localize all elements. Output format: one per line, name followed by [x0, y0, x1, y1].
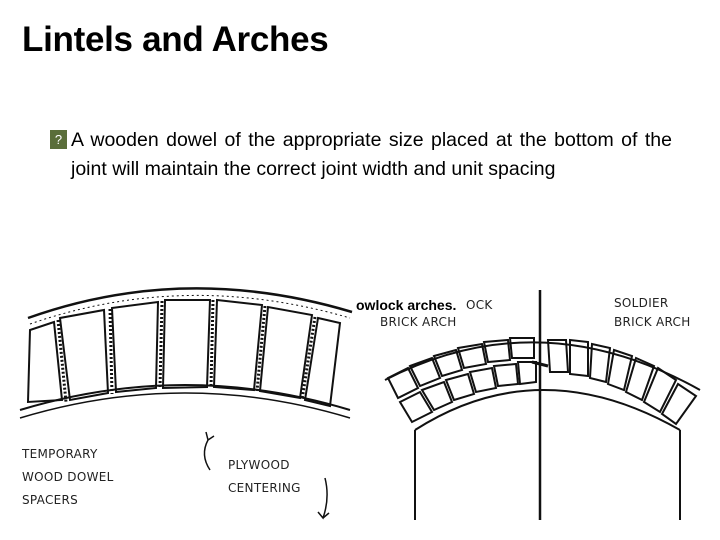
- centering-label: PLYWOOD CENTERING: [228, 458, 301, 495]
- bullet-icon: ?: [50, 130, 67, 149]
- svg-text:OCK: OCK: [466, 298, 493, 312]
- svg-text:TEMPORARY: TEMPORARY: [21, 447, 98, 461]
- svg-text:WOOD DOWEL: WOOD DOWEL: [22, 470, 114, 484]
- bullet-item: ? A wooden dowel of the appropriate size…: [50, 126, 672, 184]
- bullet-text: A wooden dowel of the appropriate size p…: [71, 129, 672, 180]
- svg-text:SPACERS: SPACERS: [22, 493, 78, 507]
- svg-text:SOLDIER: SOLDIER: [614, 296, 669, 310]
- svg-text:BRICK ARCH: BRICK ARCH: [380, 315, 457, 329]
- soldier-label: SOLDIER BRICK ARCH: [614, 296, 691, 329]
- slide-title: Lintels and Arches: [22, 20, 329, 59]
- svg-text:CENTERING: CENTERING: [228, 481, 301, 495]
- rowlock-label: owlock arches. OCK BRICK ARCH: [356, 297, 493, 329]
- rowlock-soldier-figure: [384, 290, 701, 520]
- svg-text:owlock arches.: owlock arches.: [356, 297, 456, 313]
- svg-text:PLYWOOD: PLYWOOD: [228, 458, 290, 472]
- arch-dowel-figure: [19, 287, 353, 520]
- svg-text:BRICK ARCH: BRICK ARCH: [614, 315, 691, 329]
- spacers-label: TEMPORARY WOOD DOWEL SPACERS: [21, 447, 114, 507]
